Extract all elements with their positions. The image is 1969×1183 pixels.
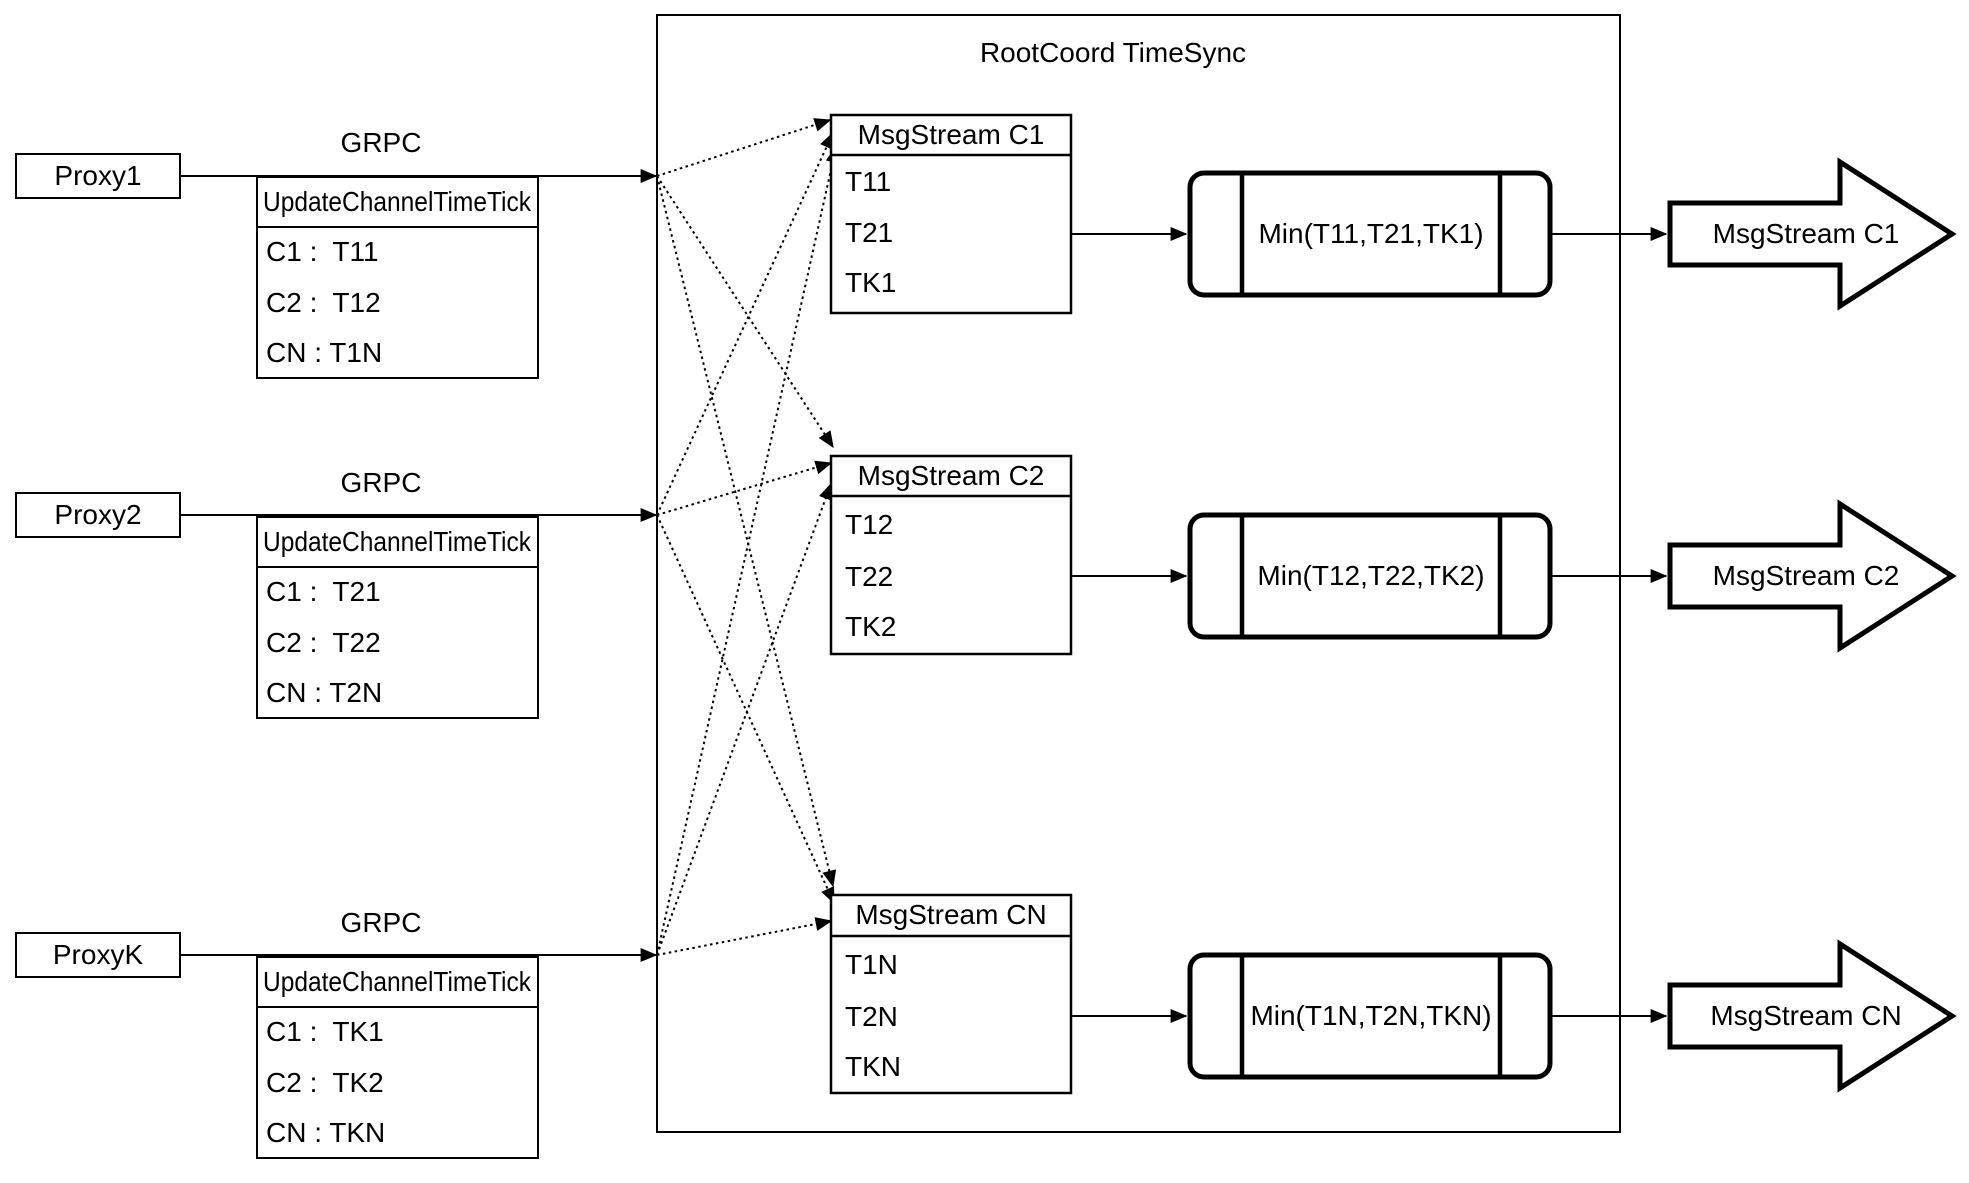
min-box-cn: [1187, 952, 1553, 1080]
proxyk-label: ProxyK: [53, 939, 144, 970]
timetick-table-3-header: UpdateChannelTimeTick: [263, 966, 532, 997]
dotted-connector-p2-cn: [656, 514, 835, 905]
tick-row: TK1: [845, 267, 896, 298]
dotted-connector-p1-c1: [656, 118, 832, 177]
min-label-cn: Min(T1N,T2N,TKN): [1250, 1000, 1491, 1031]
tick-row: T1N: [845, 949, 898, 980]
tick-row: TKN: [845, 1051, 901, 1082]
timetick-row: C1 : T11: [266, 236, 379, 267]
msgstream-box-c2-title: MsgStream C2: [858, 460, 1045, 491]
dotted-connector-p1-cn: [656, 175, 837, 888]
proxy1-box: [15, 153, 181, 199]
output-arrow-c2: [1667, 499, 1957, 653]
timetick-row: C2 : T12: [266, 287, 381, 318]
timetick-row: CN : TKN: [266, 1117, 385, 1148]
timetick-row: C1 : T21: [266, 576, 381, 607]
timetick-table-2-header: UpdateChannelTimeTick: [263, 526, 532, 557]
proxy2-box: [15, 492, 181, 538]
timetick-row: CN : T1N: [266, 337, 382, 368]
tick-row: T22: [845, 561, 893, 592]
timetick-table-1: [256, 176, 539, 379]
output-arrow-label-c2: MsgStream C2: [1713, 560, 1900, 591]
timetick-row: C2 : TK2: [266, 1067, 384, 1098]
output-arrow-label-c1: MsgStream C1: [1713, 218, 1900, 249]
tick-row: TK2: [845, 611, 896, 642]
tick-row: T11: [845, 166, 891, 197]
proxyk-box: [15, 932, 181, 978]
timetick-table-1-header: UpdateChannelTimeTick: [263, 186, 532, 217]
proxy2-label: Proxy2: [54, 499, 141, 530]
timetick-row: CN : T2N: [266, 677, 382, 708]
dotted-connector-p2-c2: [656, 460, 833, 516]
output-arrow-label-cn: MsgStream CN: [1710, 1000, 1901, 1031]
timetick-table-2: [256, 516, 539, 719]
msgstream-box-cn-title: MsgStream CN: [855, 899, 1046, 930]
timetick-row: C1 : TK1: [266, 1016, 384, 1047]
grpc-label-1: GRPC: [341, 127, 422, 158]
min-box-c1: [1187, 170, 1553, 298]
min-label-c2: Min(T12,T22,TK2): [1257, 560, 1484, 591]
min-box-c2: [1187, 512, 1553, 640]
dotted-connector-p2-c1: [656, 131, 834, 516]
msgstream-box-c1: [829, 113, 1073, 315]
output-arrow-c1: [1667, 157, 1957, 311]
msgstream-box-c1-title: MsgStream C1: [858, 119, 1045, 150]
rootcoord-title: RootCoord TimeSync: [980, 37, 1246, 68]
msgstream-box-c2: [829, 454, 1073, 656]
grpc-label-3: GRPC: [341, 907, 422, 938]
tick-row: T2N: [845, 1001, 898, 1032]
msgstream-box-cn: [829, 893, 1073, 1095]
grpc-label-2: GRPC: [341, 467, 422, 498]
timetick-row: C2 : T22: [266, 627, 381, 658]
tick-row: T12: [845, 509, 893, 540]
proxy1-label: Proxy1: [54, 160, 141, 191]
output-arrow-cn: [1667, 939, 1957, 1093]
min-label-c1: Min(T11,T21,TK1): [1258, 218, 1483, 249]
tick-row: T21: [845, 217, 893, 248]
timetick-table-3: [256, 956, 539, 1159]
